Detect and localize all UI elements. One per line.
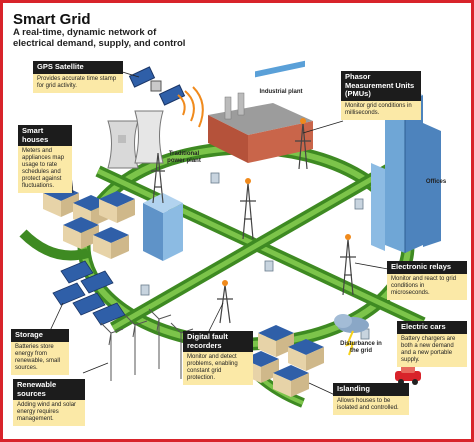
callout-title: Electric cars — [397, 321, 467, 334]
callout-title: Digital fault recorders — [183, 331, 253, 352]
callout-text: Monitor and react to grid conditions in … — [387, 273, 467, 300]
callout-text: Batteries store energy from renewable, s… — [11, 341, 69, 375]
callout-electronic-relays: Electronic relays Monitor and react to g… — [387, 261, 467, 300]
islanding-houses-icon — [243, 325, 324, 397]
callout-text: Battery chargers are both a new demand a… — [397, 333, 467, 367]
office-towers-icon — [371, 88, 441, 253]
callout-smart-houses: Smart houses Meters and appliances map u… — [18, 125, 72, 193]
callout-electric-cars: Electric cars Battery chargers are both … — [397, 321, 467, 367]
callout-title: Renewable sources — [13, 379, 85, 400]
callout-text: Provides accurate time stamp for grid ac… — [33, 73, 123, 93]
callout-renewable-sources: Renewable sources Adding wind and solar … — [13, 379, 85, 426]
smart-grid-illustration — [19, 60, 441, 408]
callout-text: Allows houses to be isolated and control… — [333, 395, 409, 415]
grid-path-west — [19, 229, 90, 261]
label-disturbance: Disturbance in the grid — [340, 341, 382, 354]
callout-pmu: Phasor Measurement Units (PMUs) Monitor … — [341, 71, 421, 120]
gps-satellite-icon — [128, 66, 186, 106]
callout-text: Monitor and detect problems, enabling co… — [183, 352, 253, 385]
callout-storage: Storage Batteries store energy from rene… — [11, 329, 69, 375]
solar-panels-icon — [52, 260, 126, 326]
callout-text: Monitor grid conditions in milliseconds. — [341, 100, 421, 120]
signal-waves — [177, 86, 204, 128]
apartment-building-icon — [143, 193, 183, 261]
callout-text: Adding wind and solar energy requires ma… — [13, 400, 85, 426]
label-offices: Offices — [425, 179, 447, 185]
transmission-tower-icon — [151, 122, 356, 324]
callout-digital-fault-recorders: Digital fault recorders Monitor and dete… — [183, 331, 253, 385]
storm-cloud-icon — [334, 314, 369, 356]
grid-path-diagonal-b-highlight — [111, 158, 405, 331]
industrial-plant-icon — [208, 60, 313, 163]
page-title: Smart Grid — [13, 11, 91, 28]
page-subtitle: A real-time, dynamic network of electric… — [13, 27, 186, 49]
wind-turbines-icon — [100, 308, 194, 381]
traditional-power-plant-icon — [107, 110, 164, 169]
callout-title: GPS Satellite — [33, 61, 123, 74]
callout-title: Storage — [11, 329, 69, 342]
callout-text: Meters and appliances map usage to rate … — [18, 146, 72, 193]
label-industrial-plant: Industrial plant — [259, 89, 303, 95]
label-traditional-power-plant: Traditional power plant — [167, 151, 201, 164]
callout-title: Islanding — [333, 383, 409, 396]
callout-title: Electronic relays — [387, 261, 467, 274]
electric-car-icon — [395, 365, 421, 385]
callout-title: Smart houses — [18, 125, 72, 146]
callout-title: Phasor Measurement Units (PMUs) — [341, 71, 421, 101]
callout-islanding: Islanding Allows houses to be isolated a… — [333, 383, 409, 415]
callout-gps-satellite: GPS Satellite Provides accurate time sta… — [33, 61, 123, 93]
tower-signal-dots — [222, 118, 351, 286]
